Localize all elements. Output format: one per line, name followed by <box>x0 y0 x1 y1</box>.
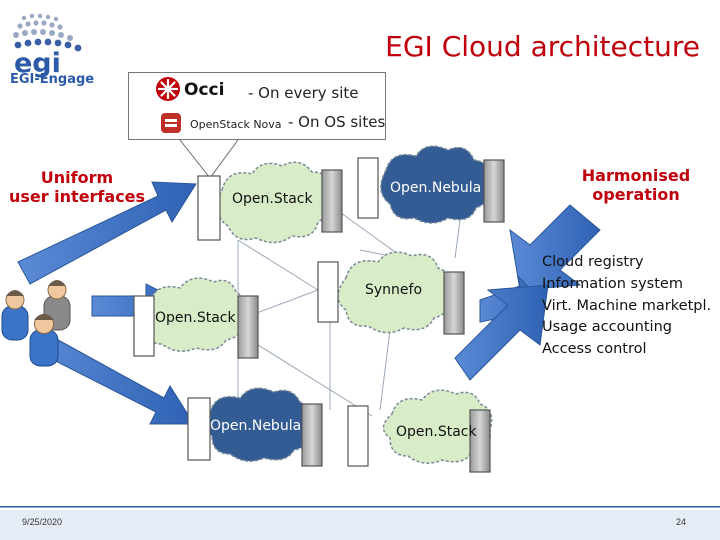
arrow-up-right <box>509 204 601 291</box>
occi-logo-text: Occi <box>184 80 225 100</box>
right-arrows <box>454 204 601 381</box>
openstack-nova-text: OpenStack Nova <box>190 118 282 131</box>
server-syn-white <box>317 261 339 323</box>
harmonised-operation-label: Harmonised operation <box>566 166 706 204</box>
occi-note: - On every site <box>248 84 359 102</box>
server-top2-gray <box>483 159 505 223</box>
footer-bar <box>0 506 720 540</box>
cloud-synnefo <box>337 251 453 334</box>
openstack-nova-icon <box>161 113 181 133</box>
service-item: Cloud registry <box>542 254 644 270</box>
uniform-label-line1: Uniform <box>40 168 114 187</box>
server-top-gray <box>321 169 343 233</box>
services-list: Cloud registry Information system Virt. … <box>542 252 711 361</box>
cloud-openstack-top <box>216 161 333 244</box>
user-figure-3 <box>29 314 59 367</box>
server-syn-gray <box>443 271 465 335</box>
svg-text:egi: egi <box>14 48 61 79</box>
users-icon <box>1 280 71 367</box>
service-item: Virt. Machine marketpl. <box>542 297 712 314</box>
nova-note: - On OS sites <box>288 113 386 131</box>
server-mid-gray <box>237 295 259 359</box>
server-mid-white <box>133 295 155 357</box>
server-top-white <box>197 175 221 241</box>
server-bot-white <box>187 397 211 461</box>
server-bot2-white <box>347 405 369 467</box>
server-top2-white <box>357 157 379 219</box>
service-item: Usage accounting <box>542 319 672 336</box>
occi-logo-icon <box>156 77 180 101</box>
harmonised-label-line2: operation <box>592 185 680 205</box>
arrow-up-left <box>17 181 197 285</box>
cloud-label-synnefo: Synnefo <box>365 282 423 298</box>
harmonised-label-line1: Harmonised <box>581 166 691 185</box>
uniform-label-line2: user interfaces <box>8 187 146 207</box>
cloud-label-opennebula-bottom: Open.Nebula <box>210 418 302 434</box>
user-figure-1 <box>1 290 29 341</box>
service-item: Access control <box>542 341 647 358</box>
callout-pointer <box>179 139 239 179</box>
cloud-label-openstack-top: Open.Stack <box>232 191 313 207</box>
cloud-shapes <box>137 145 493 464</box>
egi-logo: egi <box>13 13 82 79</box>
cloud-label-openstack-mid: Open.Stack <box>155 310 236 326</box>
arrow-down-right <box>454 284 549 381</box>
page-number: 24 <box>676 517 687 527</box>
server-bot-gray <box>301 403 323 467</box>
service-item: Information system <box>542 275 683 292</box>
server-bot2-gray <box>469 409 491 473</box>
cloud-label-openstack-bottom: Open.Stack <box>396 424 477 440</box>
uniform-interfaces-label: Uniform user interfaces <box>8 168 146 206</box>
server-boxes <box>133 157 505 473</box>
cloud-label-opennebula-top: Open.Nebula <box>390 180 482 196</box>
footer-date: 9/25/2020 <box>22 517 63 527</box>
slide-title: EGI Cloud architecture <box>385 30 700 63</box>
logo-subtitle: EGI-Engage <box>10 72 95 87</box>
